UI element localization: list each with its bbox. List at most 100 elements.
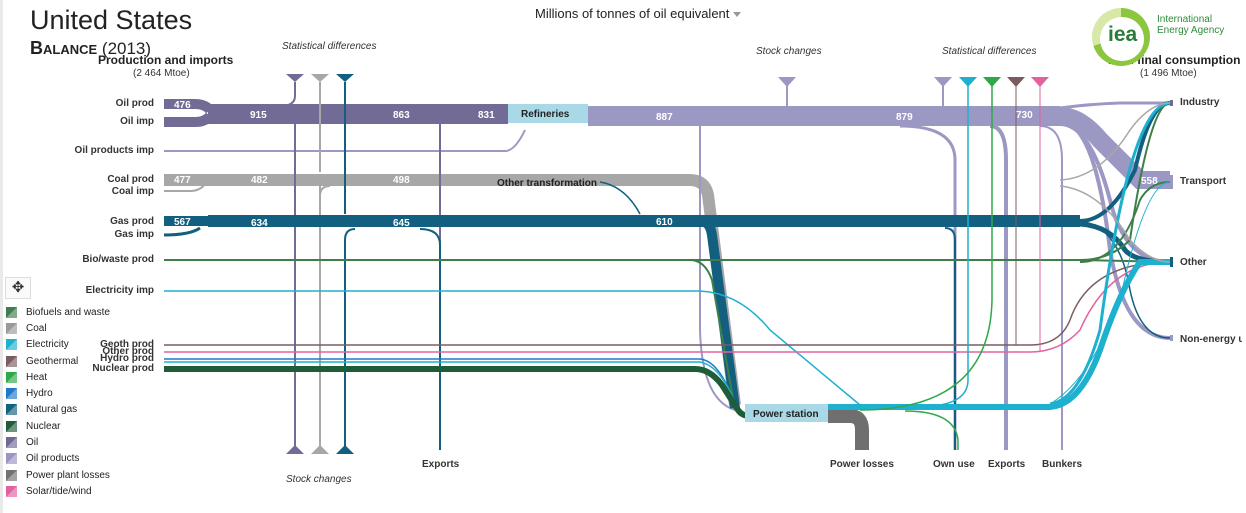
sink-industry[interactable] [1170, 100, 1173, 106]
sink-transport[interactable] [1170, 175, 1173, 189]
triangle-statdiff-gas-icon[interactable] [336, 74, 354, 82]
flow-hydro [164, 358, 736, 406]
legend-label: Oil products [26, 453, 80, 465]
triangle-stockchange-products-icon[interactable] [778, 77, 796, 87]
iea-logo-line2: Energy Agency [1157, 25, 1225, 36]
legend-item[interactable]: Oil products [6, 451, 110, 467]
iea-logo-line1: International [1157, 14, 1213, 25]
node-power-station[interactable] [745, 404, 828, 422]
value-products-2: 879 [896, 112, 913, 123]
flow-bio [164, 259, 736, 411]
triangle-stockchange-gas-icon[interactable] [336, 445, 354, 454]
legend-item[interactable]: Geothermal [6, 353, 110, 369]
legend-swatch-icon [6, 469, 17, 481]
value-oil-prod: 476 [174, 100, 191, 111]
flow-products-to-power [699, 126, 736, 411]
triangle-statdiff-electricity-icon[interactable] [959, 77, 977, 87]
flow-solar [164, 261, 1171, 353]
source-label[interactable]: Gas prod [110, 216, 154, 227]
source-label[interactable]: Oil prod [115, 98, 154, 109]
value-oil-1: 915 [250, 110, 267, 121]
source-label[interactable]: Oil products imp [74, 145, 154, 156]
flow-electricity-to-transport [1049, 181, 1171, 405]
value-gas-2: 645 [393, 218, 410, 229]
value-coal-prod: 477 [174, 175, 191, 186]
value-products-1: 887 [656, 112, 673, 123]
left-header-title: Production and imports [98, 53, 234, 67]
iea-logo-abbr: iea [1108, 23, 1138, 46]
flow-oil-statdiff [279, 82, 296, 107]
legend-item[interactable]: Natural gas [6, 402, 110, 418]
legend-item[interactable]: Coal [6, 320, 110, 336]
legend-label: Coal [26, 322, 47, 334]
triangle-stockchange-oil-icon[interactable] [286, 445, 304, 454]
node-other-transformation-label: Other transformation [497, 178, 597, 189]
triangle-statdiff-products-icon[interactable] [934, 77, 952, 87]
triangle-statdiff-coal-icon[interactable] [311, 74, 329, 82]
legend-label: Heat [26, 371, 48, 383]
source-label[interactable]: Oil imp [120, 116, 154, 127]
legend-label: Biofuels and waste [26, 306, 110, 318]
legend-item[interactable]: Oil [6, 434, 110, 450]
source-label[interactable]: Coal prod [107, 174, 154, 185]
flow-power-losses [828, 409, 869, 450]
legend-item[interactable]: Power plant losses [6, 467, 110, 483]
source-label[interactable]: Gas imp [114, 229, 154, 240]
flow-coal-to-power [320, 174, 741, 406]
flow-products-to-ownuse [899, 124, 957, 450]
value-oil-3: 831 [478, 110, 495, 121]
node-refineries-label: Refineries [521, 109, 570, 120]
flow-power-electricity [828, 259, 1170, 410]
consumption-label[interactable]: Non-energy use [1180, 334, 1242, 345]
subtitle-year: (2013) [101, 39, 152, 58]
triangle-statdiff-oil-icon[interactable] [286, 74, 304, 82]
left-header-total: (2 464 Mtoe) [133, 68, 190, 79]
legend-swatch-icon [6, 404, 17, 416]
value-gas-1: 634 [251, 218, 268, 229]
flow-products-to-exports [989, 124, 1008, 450]
source-label[interactable]: Nuclear prod [92, 363, 154, 374]
value-oil-2: 863 [393, 110, 410, 121]
consumption-label[interactable]: Transport [1180, 176, 1227, 187]
triangle-statdiff-geothermal-icon[interactable] [1007, 77, 1025, 87]
source-label[interactable]: Hydro prod [100, 353, 154, 364]
source-label[interactable]: Electricity imp [85, 285, 154, 296]
sink-nonenergy[interactable] [1170, 335, 1173, 341]
value-transport: 558 [1141, 176, 1158, 187]
flow-electricity-imp [164, 290, 861, 406]
flow-bio-to-transport [1079, 181, 1171, 263]
source-label[interactable]: Bio/waste prod [82, 254, 154, 265]
legend-item[interactable]: Nuclear [6, 418, 110, 434]
legend-item[interactable]: Solar/tide/wind [6, 483, 110, 499]
node-refineries[interactable] [508, 104, 588, 123]
source-label[interactable]: Coal imp [111, 186, 154, 197]
source-label[interactable]: Other prod [102, 346, 154, 357]
flow-heat-ownuse [904, 410, 959, 450]
move-icon[interactable]: ✥ [5, 277, 31, 299]
node-power-station-label: Power station [753, 409, 819, 420]
page-subtitle: Balance (2013) [30, 38, 151, 59]
legend-item[interactable]: Biofuels and waste [6, 304, 110, 320]
own-use-label: Own use [933, 459, 975, 470]
value-coal-1: 482 [251, 175, 268, 186]
flow-electricity-to-industry [1049, 101, 1171, 406]
triangle-stockchange-coal-icon[interactable] [311, 445, 329, 454]
triangle-statdiff-solar-icon[interactable] [1031, 77, 1049, 87]
exports-right-label: Exports [988, 459, 1026, 470]
stat-diff-left-label: Statistical differences [282, 41, 377, 52]
triangle-statdiff-heat-icon[interactable] [983, 77, 1001, 87]
legend-label: Natural gas [26, 404, 78, 416]
flow-geoth [164, 261, 1171, 346]
legend-item[interactable]: Hydro [6, 385, 110, 401]
left-scroll-edge [0, 0, 3, 513]
consumption-label[interactable]: Other [1180, 257, 1207, 268]
flow-gas-stockchange [344, 228, 356, 450]
exports-left-label: Exports [422, 459, 460, 470]
units-dropdown[interactable]: Millions of tonnes of oil equivalent [535, 6, 742, 21]
legend-item[interactable]: Electricity [6, 337, 110, 353]
legend-item[interactable]: Heat [6, 369, 110, 385]
source-label[interactable]: Geoth prod [100, 339, 154, 350]
consumption-label[interactable]: Industry [1180, 97, 1220, 108]
legend-swatch-icon [6, 437, 17, 449]
sink-other[interactable] [1170, 257, 1173, 267]
